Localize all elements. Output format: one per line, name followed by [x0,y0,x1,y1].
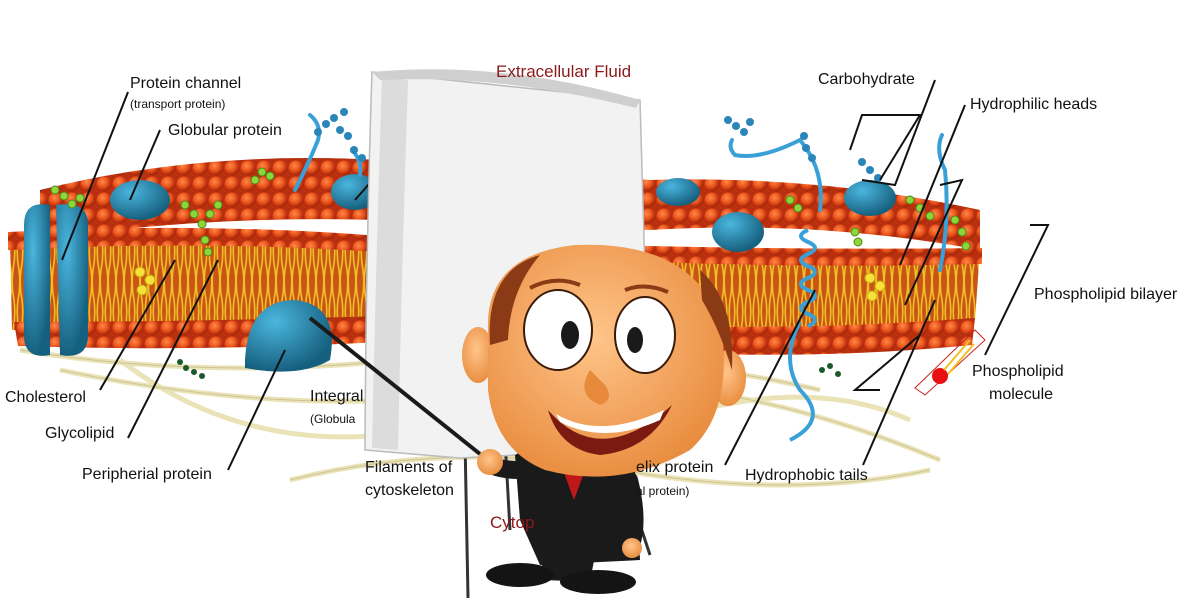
label-helix-sub: al protein) [636,484,690,498]
label-globular-protein: Globular protein [168,122,282,139]
label-integral-protein: Integral [310,388,364,405]
label-integral-sub: (Globula [310,412,356,426]
cartoon-presenter [308,244,746,594]
label-glycolipid: Glycolipid [45,425,115,442]
cholesterol-molecules [134,266,886,302]
label-hydrophobic-tails: Hydrophobic tails [745,467,868,484]
extracellular-fluid-title: Extracellular Fluid [496,62,632,81]
label-phospholipid-molecule-line2: molecule [989,386,1054,403]
cytoplasm-title: Cytop [490,513,535,532]
label-helix-protein: elix protein [636,459,714,476]
label-protein-channel-sub: (transport protein) [130,97,226,111]
label-peripherial-protein: Peripherial protein [82,466,212,483]
label-phospholipid-bilayer: Phospholipid bilayer [1034,286,1178,303]
label-filaments-line2: cytoskeleton [365,482,454,499]
helix-protein [788,228,817,442]
label-hydrophilic-heads: Hydrophilic heads [970,96,1098,113]
glycolipid-chains [50,167,971,257]
label-filaments-line1: Filaments of [365,459,453,476]
label-phospholipid-molecule-line1: Phospholipid [972,363,1064,380]
protein-channel [24,204,88,356]
label-cholesterol: Cholesterol [5,389,86,406]
label-carbohydrate: Carbohydrate [818,71,915,88]
label-protein-channel: Protein channel [130,75,242,92]
globular-protein [110,180,170,220]
carbohydrate-chains [293,113,949,272]
phospholipid-molecule-highlight [914,329,986,396]
